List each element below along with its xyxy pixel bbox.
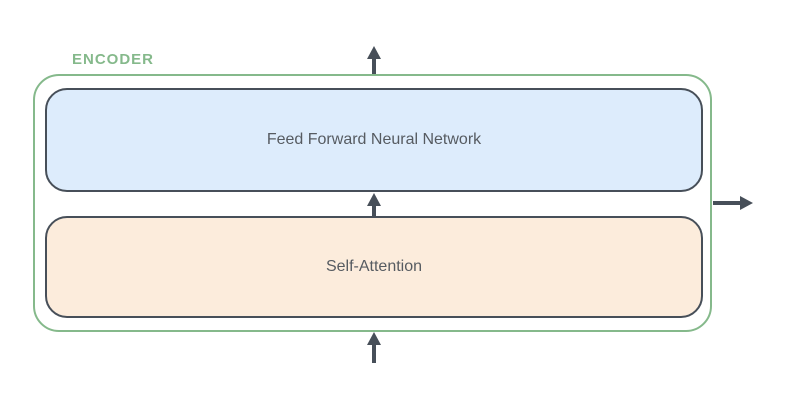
arrow-shaft	[372, 59, 376, 74]
arrow-shaft	[713, 201, 740, 205]
self-attention-label: Self-Attention	[325, 258, 423, 275]
arrow-head-icon	[740, 196, 753, 210]
output-arrow-right-icon	[713, 196, 753, 210]
self-attention-block: Self-Attention	[45, 216, 703, 318]
arrow-head-icon	[367, 193, 381, 206]
input-arrow-icon	[367, 332, 381, 363]
arrow-shaft	[372, 206, 376, 217]
feed-forward-block: Feed Forward Neural Network	[45, 88, 703, 192]
attention-to-ffn-arrow-icon	[367, 193, 381, 217]
encoder-label: ENCODER	[72, 51, 155, 68]
arrow-head-icon	[367, 332, 381, 345]
feed-forward-label: Feed Forward Neural Network	[266, 131, 482, 148]
arrow-head-icon	[367, 46, 381, 59]
arrow-shaft	[372, 345, 376, 363]
output-arrow-top-icon	[367, 46, 381, 74]
encoder-box	[33, 74, 712, 332]
